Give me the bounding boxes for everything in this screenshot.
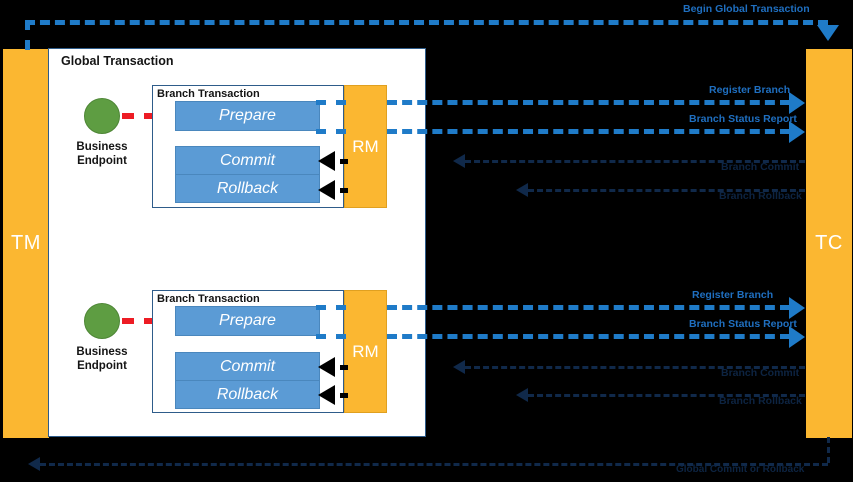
business-endpoint-circle-2: [84, 303, 120, 339]
global-transaction-title: Global Transaction: [61, 54, 174, 68]
resource-manager-1: RM: [344, 85, 387, 208]
actor-tc: TC: [805, 48, 853, 439]
branch-status-report-line-2: [387, 334, 790, 339]
endpoint-to-prepare-line-1: [122, 113, 156, 119]
operation-commit-label-2: Commit: [219, 357, 276, 375]
actor-tm: TM: [2, 48, 50, 439]
prepare-to-rm-line-top-1: [316, 100, 346, 105]
branch-commit-arrowhead-2: [453, 360, 465, 374]
operation-rollback-1: Rollback: [175, 174, 320, 203]
prepare-to-rm-line-bottom-2: [316, 334, 346, 339]
rm-to-rollback-arrowhead-1: [318, 180, 335, 200]
operation-rollback-2: Rollback: [175, 380, 320, 409]
register-branch-arrowhead-1: [789, 92, 805, 114]
global-commit-or-rollback-arrowhead: [28, 457, 40, 471]
begin-global-transaction-vertical-line: [25, 20, 30, 50]
begin-global-transaction-line: [25, 20, 828, 25]
operation-commit-1: Commit: [175, 146, 320, 175]
endpoint-to-prepare-line-2: [122, 318, 156, 324]
register-branch-arrowhead-2: [789, 297, 805, 319]
prepare-to-rm-line-top-2: [316, 305, 346, 310]
branch-rollback-line-2: [528, 394, 805, 397]
branch-rollback-line-1: [528, 189, 805, 192]
label-branch-status-report-2: Branch Status Report: [689, 318, 797, 330]
rm-to-commit-arrowhead-1: [318, 151, 335, 171]
resource-manager-label-2: RM: [352, 341, 379, 361]
label-branch-status-report-1: Branch Status Report: [689, 113, 797, 125]
register-branch-line-2: [387, 305, 790, 310]
global-commit-or-rollback-vertical-line: [827, 437, 830, 463]
actor-tc-label: TC: [815, 232, 843, 254]
operation-prepare-1: Prepare: [175, 101, 320, 131]
branch-commit-arrowhead-1: [453, 154, 465, 168]
operation-prepare-label-2: Prepare: [219, 312, 276, 329]
label-branch-commit-2: Branch Commit: [721, 367, 800, 379]
begin-global-transaction-arrowhead: [817, 25, 839, 41]
branch-status-report-arrowhead-2: [789, 326, 805, 348]
branch-status-report-arrowhead-1: [789, 121, 805, 143]
resource-manager-label-1: RM: [352, 136, 379, 156]
branch-status-report-line-1: [387, 129, 790, 134]
label-branch-rollback-1: Branch Rollback: [719, 190, 802, 202]
business-endpoint-label-1: Business Endpoint: [76, 141, 128, 168]
label-begin-global-transaction: Begin Global Transaction: [683, 3, 810, 15]
label-global-commit-or-rollback: Global Commit or Rollback: [676, 464, 805, 475]
business-endpoint-label-2: Business Endpoint: [76, 346, 128, 373]
operation-commit-2: Commit: [175, 352, 320, 381]
rm-to-commit-line-1: [340, 159, 348, 164]
rm-to-commit-arrowhead-2: [318, 357, 335, 377]
branch-commit-line-2: [465, 366, 805, 369]
label-branch-rollback-2: Branch Rollback: [719, 395, 802, 407]
register-branch-line-1: [387, 100, 790, 105]
rm-to-commit-line-2: [340, 365, 348, 370]
actor-tm-label: TM: [11, 232, 41, 254]
rm-to-rollback-arrowhead-2: [318, 385, 335, 405]
branch-rollback-arrowhead-2: [516, 388, 528, 402]
rm-to-rollback-line-2: [340, 393, 348, 398]
label-register-branch-2: Register Branch: [692, 289, 774, 301]
branch-rollback-arrowhead-1: [516, 183, 528, 197]
operation-commit-label-1: Commit: [219, 151, 276, 169]
branch-transaction-title-2: Branch Transaction: [157, 293, 260, 305]
operation-prepare-2: Prepare: [175, 306, 320, 336]
prepare-to-rm-line-bottom-1: [316, 129, 346, 134]
label-register-branch-1: Register Branch: [709, 84, 791, 96]
operation-rollback-label-2: Rollback: [216, 385, 279, 403]
branch-commit-line-1: [465, 160, 805, 163]
operation-prepare-label-1: Prepare: [219, 107, 276, 124]
operation-rollback-label-1: Rollback: [216, 179, 279, 197]
label-branch-commit-1: Branch Commit: [721, 161, 800, 173]
branch-transaction-title-1: Branch Transaction: [157, 88, 260, 100]
business-endpoint-circle-1: [84, 98, 120, 134]
rm-to-rollback-line-1: [340, 188, 348, 193]
resource-manager-2: RM: [344, 290, 387, 413]
global-commit-or-rollback-line: [40, 463, 828, 466]
